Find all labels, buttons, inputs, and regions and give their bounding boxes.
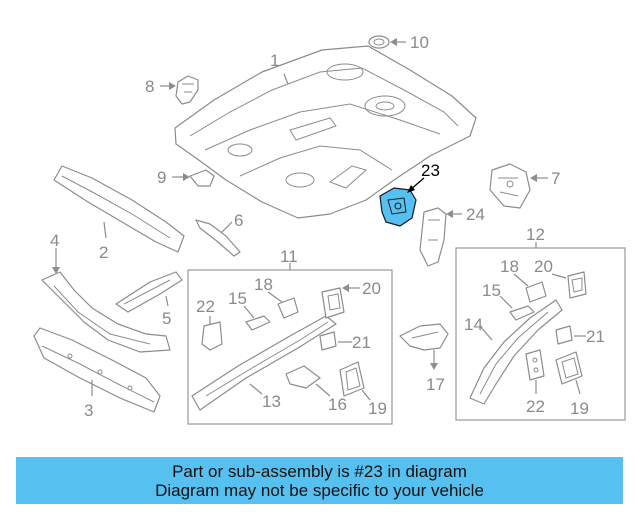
callout-21-left: 21 (352, 333, 371, 352)
bracket-part-18-left (277, 297, 299, 319)
bracket-part-18-right (525, 281, 547, 303)
callout-16: 16 (328, 395, 347, 414)
rail-part-14 (469, 299, 563, 405)
rail-part-4 (41, 271, 171, 353)
callout-3: 3 (84, 401, 93, 420)
bracket-part-15-left (245, 315, 271, 331)
callout-14: 14 (464, 315, 483, 334)
bracket-part-19-left (339, 361, 365, 397)
callout-1: 1 (270, 51, 279, 70)
info-banner: Part or sub-assembly is #23 in diagram D… (16, 457, 623, 504)
bracket-part-7 (489, 163, 531, 209)
crossmember-part-2 (53, 165, 185, 253)
callout-7: 7 (551, 169, 560, 188)
bracket-part-5 (115, 271, 183, 313)
callout-22-right: 22 (526, 397, 545, 416)
bracket-part-24 (419, 207, 447, 267)
callout-6: 6 (234, 211, 243, 230)
floor-pan-part (174, 45, 477, 219)
sub-assembly-box-12 (455, 247, 626, 421)
banner-line-2: Diagram may not be specific to your vehi… (155, 480, 484, 500)
callout-24: 24 (466, 205, 485, 224)
callout-12: 12 (526, 225, 545, 244)
bracket-part-22-left (201, 321, 223, 351)
parts-diagram: 1 10 8 9 7 23 24 (33, 33, 626, 425)
plug-part (368, 35, 390, 49)
callout-18-right: 18 (500, 257, 519, 276)
callout-21-right: 21 (586, 327, 605, 346)
callout-19-right: 19 (570, 399, 589, 418)
bracket-part-15-right (509, 305, 535, 321)
callout-23: 23 (421, 161, 440, 180)
bracket-part-9 (189, 169, 215, 187)
callout-18-left: 18 (254, 275, 273, 294)
crossmember-part-3 (33, 327, 161, 413)
callout-17: 17 (426, 375, 445, 394)
bracket-part-19-right (555, 351, 583, 385)
bracket-part-20-right (567, 271, 587, 299)
bracket-part-20-left (321, 287, 345, 319)
callout-19-left: 19 (368, 399, 387, 418)
highlighted-part-23[interactable] (379, 187, 417, 227)
callout-5: 5 (162, 309, 171, 328)
callout-10: 10 (410, 33, 429, 52)
bracket-part-8 (175, 75, 199, 105)
bracket-part-17 (399, 323, 449, 351)
callout-15-right: 15 (482, 281, 501, 300)
callout-4: 4 (50, 231, 59, 250)
bracket-part-21-right (555, 325, 573, 345)
bracket-part-21-left (319, 331, 337, 351)
callout-11: 11 (280, 247, 298, 266)
bracket-part-6 (195, 219, 241, 257)
bracket-part-22-right (525, 349, 545, 381)
callout-15-left: 15 (228, 289, 247, 308)
callout-20-left: 20 (362, 279, 381, 298)
banner-line-1: Part or sub-assembly is #23 in diagram (172, 461, 467, 481)
callout-9: 9 (157, 168, 166, 187)
bracket-part-16 (285, 365, 321, 389)
callout-2: 2 (99, 243, 108, 262)
rail-part-13 (191, 315, 337, 411)
callout-20-right: 20 (534, 257, 553, 276)
callout-22-left: 22 (196, 297, 215, 316)
callout-13: 13 (262, 392, 281, 411)
callout-8: 8 (145, 77, 154, 96)
